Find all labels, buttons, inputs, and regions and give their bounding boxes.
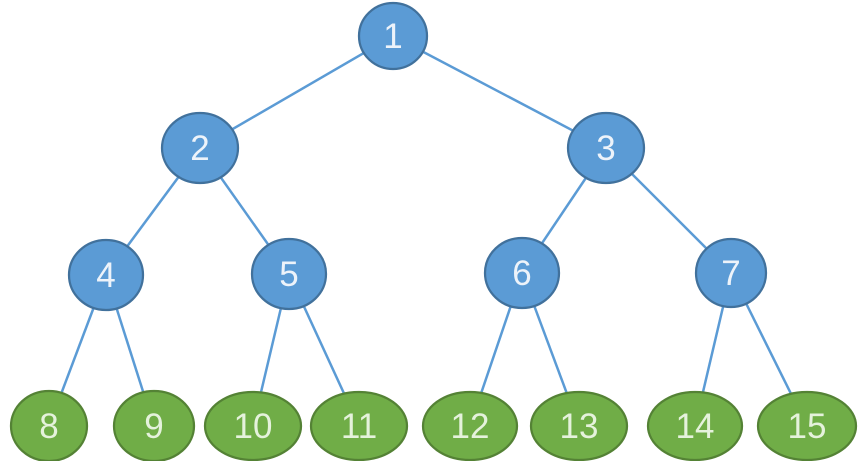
node-label-10: 10 xyxy=(234,407,273,446)
node-label-6: 6 xyxy=(512,254,531,293)
tree-edge-1-3 xyxy=(392,34,607,150)
node-label-7: 7 xyxy=(721,254,740,293)
node-label-12: 12 xyxy=(451,407,490,446)
node-label-4: 4 xyxy=(96,256,115,295)
tree-node-13: 13 xyxy=(529,390,629,461)
internal-node-shape-6 xyxy=(483,236,561,310)
tree-node-12: 12 xyxy=(421,390,519,461)
node-label-14: 14 xyxy=(676,407,715,446)
leaf-node-shape-10 xyxy=(203,390,303,461)
internal-node-shape-5 xyxy=(250,237,328,311)
leaf-node-shape-8 xyxy=(9,389,89,461)
node-label-9: 9 xyxy=(144,407,163,446)
leaf-node-shape-13 xyxy=(529,390,629,461)
leaf-node-shape-9 xyxy=(112,389,196,461)
leaf-node-shape-15 xyxy=(756,390,858,461)
tree-node-11: 11 xyxy=(309,390,409,461)
edges-layer xyxy=(47,34,809,427)
node-label-8: 8 xyxy=(39,407,58,446)
tree-node-6: 6 xyxy=(483,236,561,310)
node-label-5: 5 xyxy=(279,255,298,294)
internal-node-shape-2 xyxy=(160,111,240,185)
tree-node-5: 5 xyxy=(250,237,328,311)
tree-node-10: 10 xyxy=(203,390,303,461)
tree-node-7: 7 xyxy=(694,237,768,309)
node-label-2: 2 xyxy=(190,129,209,168)
node-label-11: 11 xyxy=(341,407,377,446)
tree-node-1: 1 xyxy=(357,1,429,71)
node-label-3: 3 xyxy=(596,129,615,168)
internal-node-shape-1 xyxy=(357,1,429,71)
tree-node-9: 9 xyxy=(112,389,196,461)
node-label-1: 1 xyxy=(383,17,402,56)
node-label-13: 13 xyxy=(560,407,599,446)
tree-node-8: 8 xyxy=(9,389,89,461)
internal-node-shape-4 xyxy=(67,238,145,312)
node-label-15: 15 xyxy=(788,407,827,446)
internal-node-shape-7 xyxy=(694,237,768,309)
tree-node-3: 3 xyxy=(566,111,646,185)
internal-node-shape-3 xyxy=(566,111,646,185)
tree-node-2: 2 xyxy=(160,111,240,185)
leaf-node-shape-11 xyxy=(309,390,409,461)
tree-node-4: 4 xyxy=(67,238,145,312)
tree-node-15: 15 xyxy=(756,390,858,461)
leaf-node-shape-14 xyxy=(646,390,744,461)
tree-node-14: 14 xyxy=(646,390,744,461)
leaf-node-shape-12 xyxy=(421,390,519,461)
